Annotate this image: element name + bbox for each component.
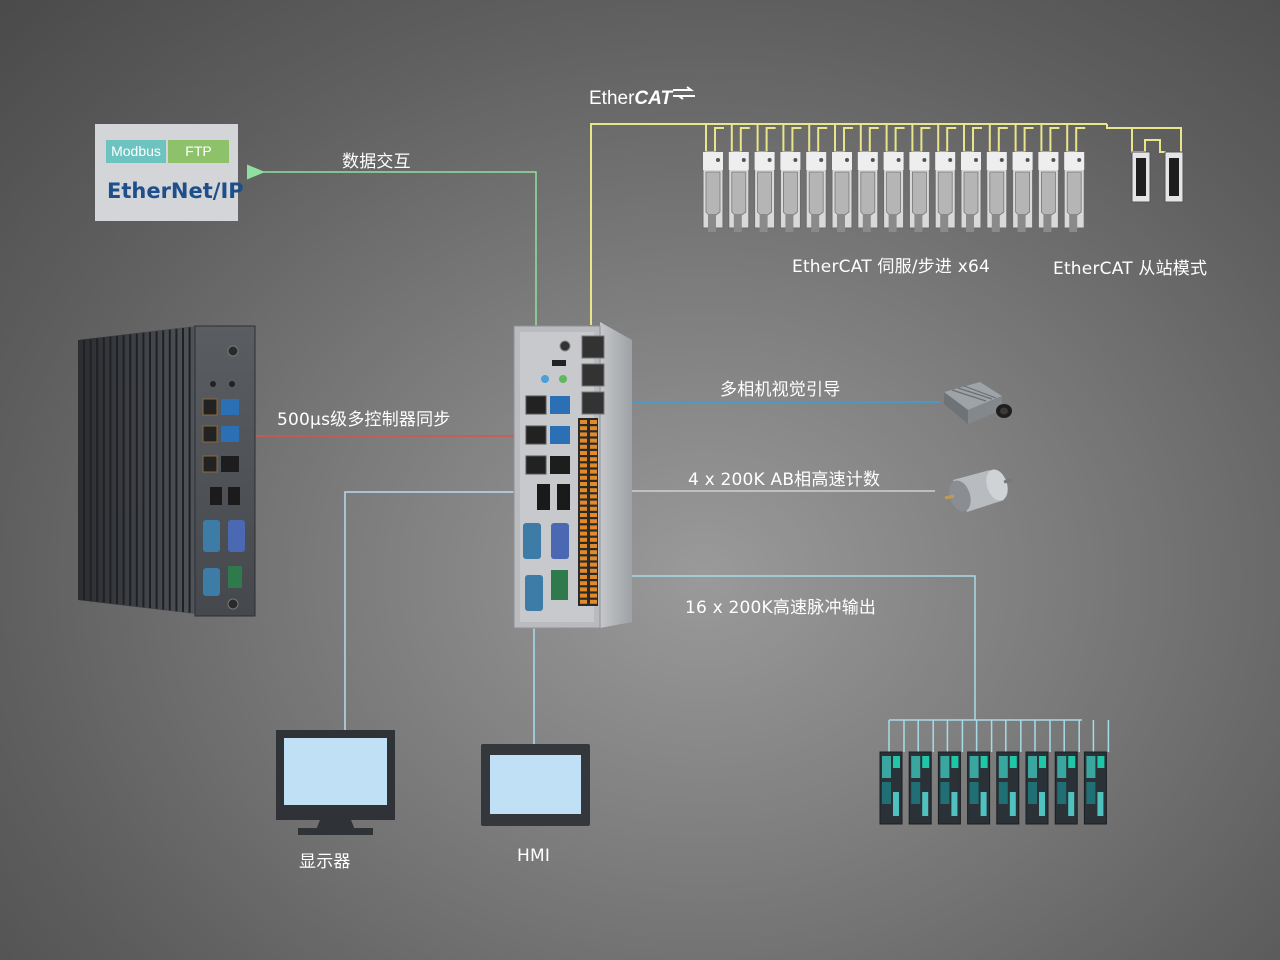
label-pulse: 16 x 200K高速脉冲输出 (685, 598, 877, 618)
pulse-drive (996, 751, 1020, 825)
ethercat-logo-prefix: Ether (589, 88, 635, 109)
ethercat-drops (705, 123, 1182, 153)
ethercat-arrows-icon (673, 86, 695, 100)
monitor-icon (276, 730, 395, 835)
servo-drive (960, 151, 982, 232)
servo-drive (883, 151, 905, 232)
modbus-tag: Modbus (106, 140, 166, 163)
pulse-servo-drives (879, 751, 1107, 825)
pulse-drops (888, 720, 1110, 752)
servo-drive (805, 151, 827, 232)
hmi-icon (481, 744, 590, 826)
label-vision: 多相机视觉引导 (720, 380, 841, 400)
label-counter: 4 x 200K AB相高速计数 (688, 470, 881, 490)
data-exchange-line (247, 164, 537, 402)
slave-module (1131, 151, 1151, 203)
ethercat-line (590, 123, 707, 325)
protocol-card: Modbus FTP EtherNet/IP (95, 124, 244, 221)
servo-drive (779, 151, 801, 232)
servo-drive (934, 151, 956, 232)
ftp-tag: FTP (168, 140, 229, 163)
label-hmi: HMI (517, 846, 551, 866)
camera-icon (944, 382, 1012, 424)
pulse-drive (1083, 751, 1107, 825)
ethernet-ip-logo: EtherNet/IP (107, 179, 244, 203)
ethercat-slave-modules (1131, 151, 1184, 203)
pulse-drive (879, 751, 903, 825)
servo-drive (728, 151, 750, 232)
slave-module (1164, 151, 1184, 203)
pulse-line (598, 575, 976, 720)
label-display: 显示器 (299, 852, 351, 872)
pulse-drive (1054, 751, 1078, 825)
label-ethercat-slave: EtherCAT 从站模式 (1053, 259, 1208, 279)
ethercat-logo: EtherCAT (589, 86, 695, 110)
motor-icon (944, 469, 1013, 512)
ethercat-servo-drives (702, 151, 1085, 232)
servo-drive (1037, 151, 1059, 232)
servo-drive (986, 151, 1008, 232)
servo-drive (1012, 151, 1034, 232)
ethercat-logo-suffix: CAT (634, 88, 673, 109)
left-controller (78, 325, 256, 617)
servo-drive (754, 151, 776, 232)
pulse-drive (1025, 751, 1049, 825)
label-ethercat-servo: EtherCAT 伺服/步进 x64 (792, 257, 991, 277)
label-sync: 500µs级多控制器同步 (277, 410, 451, 430)
servo-drive (857, 151, 879, 232)
servo-drive (908, 151, 930, 232)
pulse-drive (937, 751, 961, 825)
servo-drive (831, 151, 853, 232)
pulse-drive (967, 751, 991, 825)
display-line (344, 491, 540, 733)
center-ipc (513, 322, 632, 629)
servo-drive (1063, 151, 1085, 232)
pulse-drive (908, 751, 932, 825)
label-data-exchange: 数据交互 (342, 152, 411, 172)
servo-drive (702, 151, 724, 232)
